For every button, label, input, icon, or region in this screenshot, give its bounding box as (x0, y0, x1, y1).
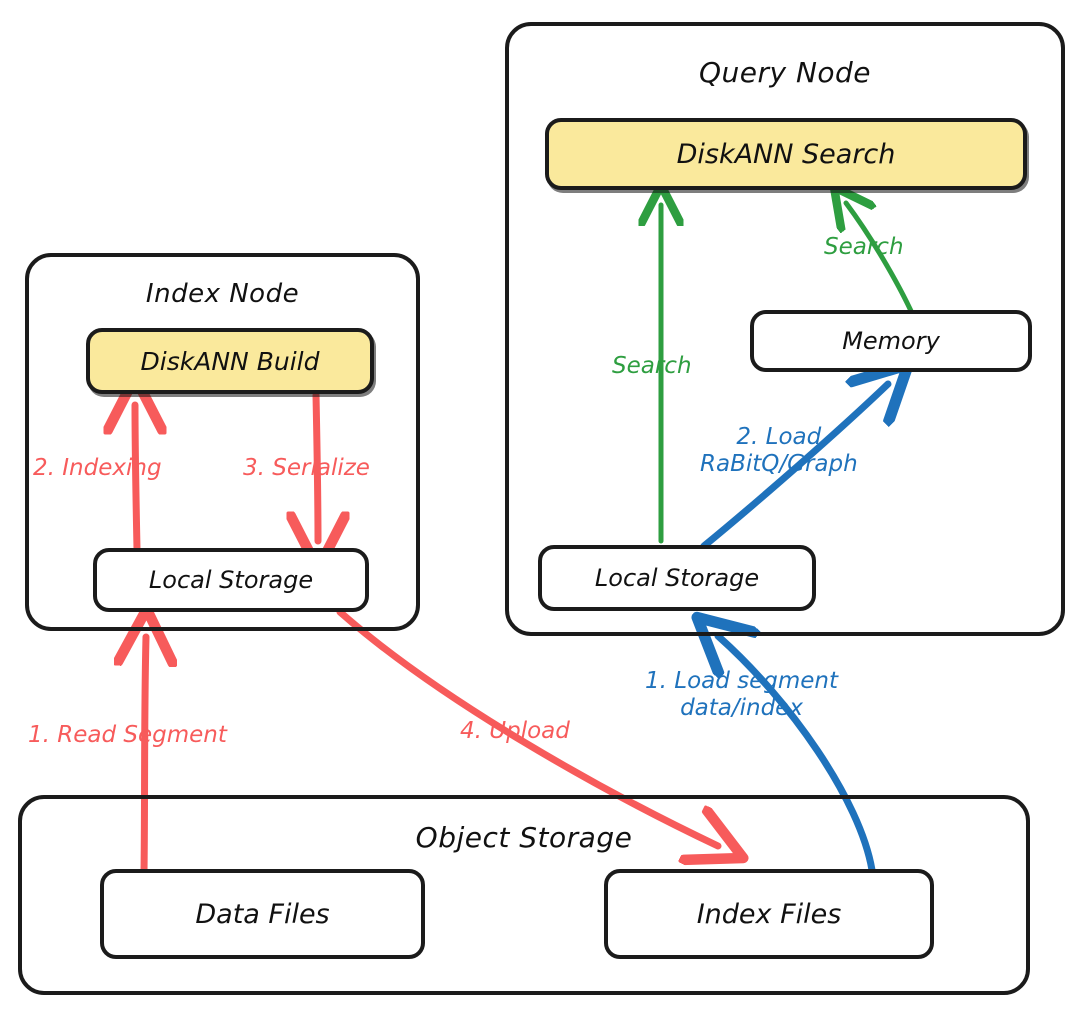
diskann-search-box[interactable]: DiskANN Search (545, 118, 1027, 190)
index-node-local-storage-label: Local Storage (148, 566, 314, 594)
arrow-serialize (316, 391, 318, 541)
index-files-label: Index Files (696, 898, 842, 930)
diskann-build-box[interactable]: DiskANN Build (86, 328, 374, 394)
diskann-search-label: DiskANN Search (676, 138, 896, 170)
memory-label: Memory (842, 327, 940, 355)
query-node-local-storage-label: Local Storage (594, 564, 760, 592)
index-node-local-storage-box[interactable]: Local Storage (93, 548, 369, 612)
memory-box[interactable]: Memory (750, 310, 1032, 372)
arrow-load-segment (718, 636, 876, 874)
diskann-build-label: DiskANN Build (140, 346, 320, 376)
query-node-group: Query Node (505, 22, 1065, 636)
data-files-label: Data Files (195, 898, 330, 930)
query-node-title: Query Node (698, 56, 872, 89)
index-node-title: Index Node (145, 279, 300, 309)
arrow-search-from-memory (846, 203, 919, 325)
arrow-load-rabitq (700, 384, 888, 550)
index-node-group: Index Node (25, 253, 420, 631)
data-files-box[interactable]: Data Files (100, 869, 425, 959)
object-storage-title: Object Storage (415, 821, 633, 854)
query-node-local-storage-box[interactable]: Local Storage (538, 545, 816, 611)
object-storage-group: Object Storage (18, 795, 1030, 995)
index-files-box[interactable]: Index Files (604, 869, 934, 959)
arrow-upload (336, 608, 718, 846)
arrow-read-segment (144, 637, 146, 876)
arrow-indexing (135, 405, 137, 553)
